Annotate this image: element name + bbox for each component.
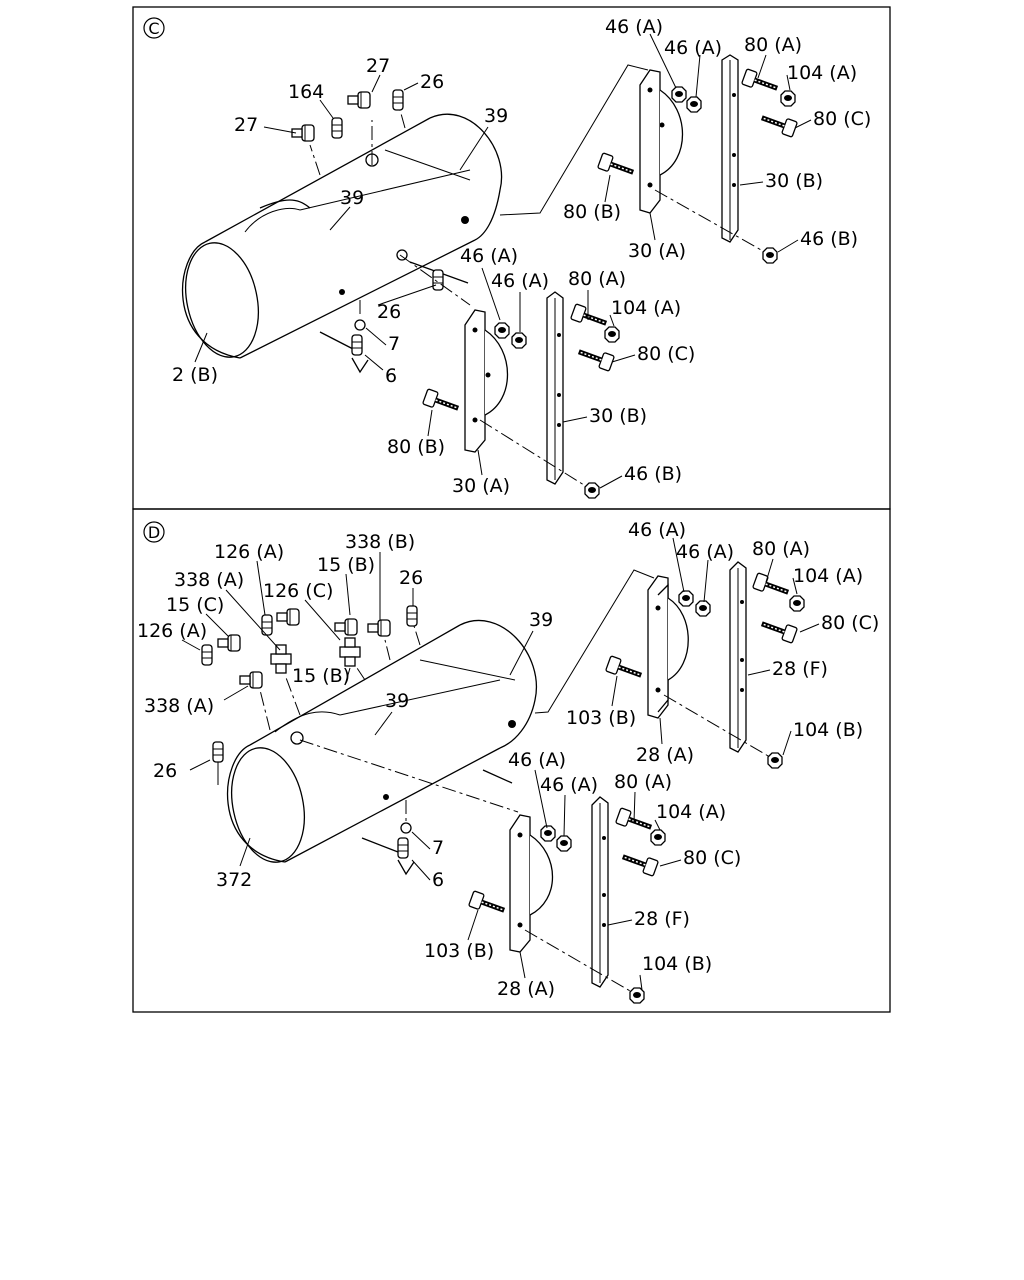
callout: 26 — [420, 71, 444, 93]
callout: 46 (B) — [800, 228, 858, 250]
callout: 26 — [377, 301, 401, 323]
callout: 80 (C) — [637, 343, 695, 365]
callout: 30 (B) — [765, 170, 823, 192]
callout: 80 (C) — [683, 847, 741, 869]
panel-frame-d — [132, 508, 891, 1013]
check-valve — [331, 117, 343, 139]
callout: 104 (A) — [656, 801, 726, 823]
callout: 103 (B) — [566, 707, 636, 729]
callout: 46 (A) — [540, 774, 598, 796]
callout: 104 (A) — [787, 62, 857, 84]
callout: 80 (A) — [568, 268, 626, 290]
callout: 39 — [484, 105, 508, 127]
panel-letter-circle — [143, 521, 165, 543]
callout: 126 (A) — [214, 541, 284, 563]
callout: 6 — [385, 365, 397, 387]
callout: 164 — [288, 81, 324, 103]
bracket-30b-lower — [546, 291, 564, 485]
callout: 6 — [432, 869, 444, 891]
callout: 46 (A) — [664, 37, 722, 59]
callout: 80 (B) — [563, 201, 621, 223]
callout: 15 (B) — [317, 554, 375, 576]
panel-letter: D — [148, 523, 160, 542]
callout: 15 (B) — [292, 665, 350, 687]
panel-c: C — [143, 16, 871, 499]
air-tank — [227, 619, 538, 863]
callout: 338 (A) — [144, 695, 214, 717]
panel-d: D — [137, 519, 879, 1004]
callout: 27 — [366, 55, 390, 77]
leader-lines-c — [194, 33, 812, 489]
panel-letter: C — [148, 19, 159, 38]
callout: 39 — [340, 187, 364, 209]
callout: 46 (A) — [628, 519, 686, 541]
bracket-28f-upper — [729, 561, 747, 753]
callout: 46 (A) — [676, 541, 734, 563]
callout: 7 — [432, 837, 444, 859]
callout: 46 (B) — [624, 463, 682, 485]
callout: 30 (B) — [589, 405, 647, 427]
callout: 27 — [234, 114, 258, 136]
callout: 80 (B) — [387, 436, 445, 458]
bracket-28a-lower — [509, 814, 553, 953]
callout: 80 (A) — [744, 34, 802, 56]
callout: 80 (C) — [813, 108, 871, 130]
bracket-28f-lower — [591, 796, 609, 988]
bracket-28a-upper — [647, 575, 689, 719]
callout: 39 — [385, 690, 409, 712]
bracket-30a-upper — [639, 69, 683, 214]
callout: 80 (C) — [821, 612, 879, 634]
callout: 126 (C) — [263, 580, 333, 602]
callout: 104 (B) — [793, 719, 863, 741]
callout: 104 (B) — [642, 953, 712, 975]
callout: 104 (A) — [611, 297, 681, 319]
callout: 28 (F) — [634, 908, 690, 930]
callout: 30 (A) — [452, 475, 510, 497]
callout: 338 (B) — [345, 531, 415, 553]
callout: 30 (A) — [628, 240, 686, 262]
callout: 46 (A) — [460, 245, 518, 267]
callout: 46 (A) — [605, 16, 663, 38]
callout: 372 — [216, 869, 252, 891]
callout: 15 (C) — [166, 594, 224, 616]
callout: 103 (B) — [424, 940, 494, 962]
callout: 104 (A) — [793, 565, 863, 587]
callout: 28 (F) — [772, 658, 828, 680]
leader-lines-d — [181, 537, 820, 991]
air-tank — [182, 113, 503, 359]
callouts-d: 46 (A) 46 (A) 80 (A) 104 (A) 80 (C) 28 (… — [137, 519, 879, 1000]
callout: 338 (A) — [174, 569, 244, 591]
drain-fitting — [392, 89, 404, 111]
callout: 2 (B) — [172, 364, 218, 386]
side-fitting — [432, 269, 444, 291]
callout: 26 — [153, 760, 177, 782]
callout: 46 (A) — [491, 270, 549, 292]
callout: 28 (A) — [636, 744, 694, 766]
elbow-fitting — [347, 91, 371, 109]
callout: 26 — [399, 567, 423, 589]
bracket-30b-upper — [721, 54, 739, 243]
callout: 39 — [529, 609, 553, 631]
callout: 7 — [388, 333, 400, 355]
callout: 46 (A) — [508, 749, 566, 771]
callout: 126 (A) — [137, 620, 207, 642]
callouts-c: 46 (A) 46 (A) 80 (A) 104 (A) 80 (C) 30 (… — [172, 16, 871, 497]
drain-cock — [351, 334, 363, 356]
panel-letter-circle — [143, 17, 165, 39]
callout: 80 (A) — [752, 538, 810, 560]
callout: 28 (A) — [497, 978, 555, 1000]
bracket-30a-lower — [464, 309, 508, 453]
callout: 80 (A) — [614, 771, 672, 793]
